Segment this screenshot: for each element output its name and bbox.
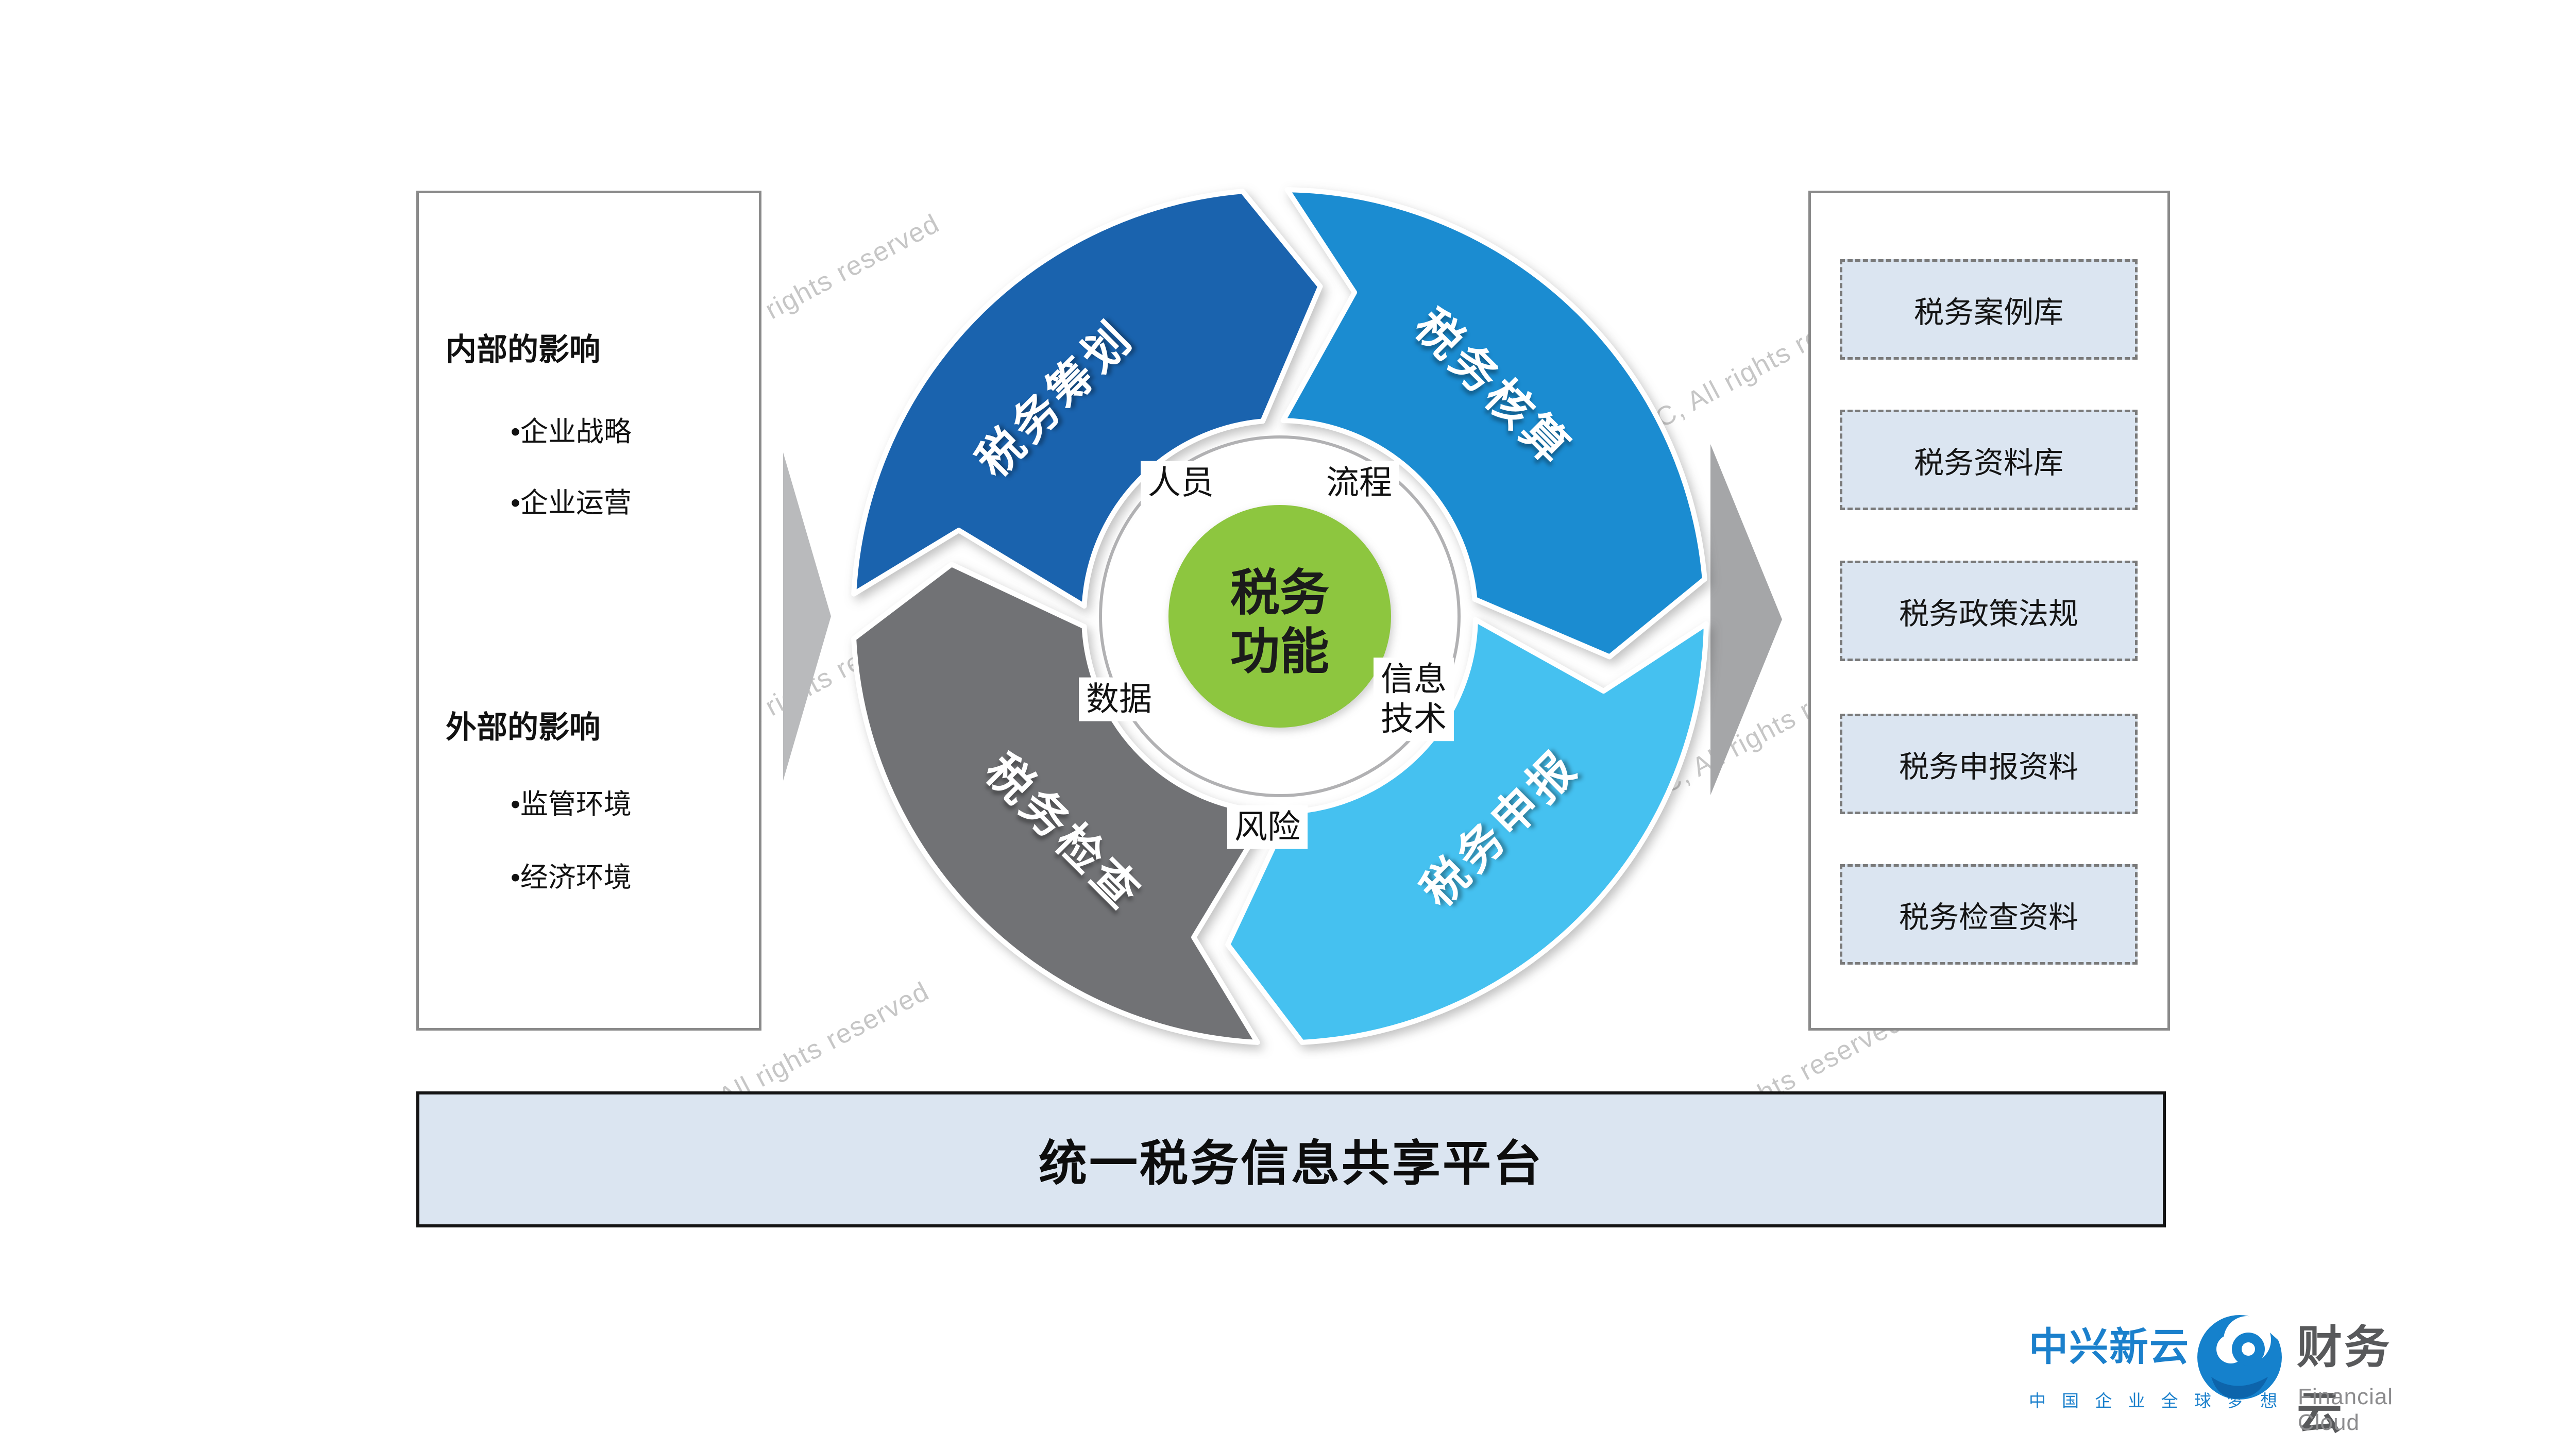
resource-box-filing-data: 税务申报资料 (1840, 714, 2138, 814)
internal-influence-item: •企业战略 (511, 416, 632, 447)
platform-banner-text: 统一税务信息共享平台 (1038, 1136, 1544, 1190)
resource-box-inspection-data: 税务检查资料 (1840, 864, 2138, 965)
resource-box-policy: 税务政策法规 (1840, 561, 2138, 661)
ring-label-risk: 风险 (1227, 805, 1308, 849)
cloud-logo-icon (2197, 1305, 2283, 1400)
ring-segment-0 (851, 189, 1323, 609)
product-name: 财务云 (2297, 1322, 2392, 1438)
tax-cycle-diagram: 税务筹划税务核算税务申报税务检查 税务 功能 (851, 187, 1709, 1045)
flow-arrow-left (783, 452, 831, 781)
ring-label-people: 人员 (1141, 461, 1221, 505)
external-influence-item: •监管环境 (511, 789, 632, 820)
external-influence-title: 外部的影响 (446, 710, 600, 745)
ring-segment-3 (851, 562, 1273, 1045)
footer-logo: 中兴新云 中 国 企 业 全 球 梦 想 财务云 Financial Cloud (2025, 1293, 2437, 1438)
brand-name: 中兴新云 (2029, 1325, 2190, 1369)
influences-panel: 内部的影响 •企业战略 •企业运营 外部的影响 •监管环境 •经济环境 (416, 191, 761, 1031)
inner-ring (1099, 435, 1461, 797)
ring-label-process: 流程 (1319, 461, 1399, 505)
resource-box-case-library: 税务案例库 (1840, 259, 2138, 360)
ring-segment-1 (1280, 187, 1707, 660)
resource-box-data-library: 税务资料库 (1840, 410, 2138, 510)
external-influence-item: •经济环境 (511, 862, 632, 893)
center-circle (1168, 505, 1391, 728)
resources-panel: 税务案例库 税务资料库 税务政策法规 税务申报资料 税务检查资料 (1808, 191, 2170, 1031)
internal-influence-title: 内部的影响 (446, 332, 600, 367)
center-label-line2: 功能 (1230, 624, 1329, 679)
ring-label-it: 信息 技术 (1374, 658, 1454, 741)
product-tagline: Financial Cloud (2298, 1384, 2394, 1435)
internal-influence-item: •企业运营 (511, 487, 632, 518)
flow-arrow-right (1710, 444, 1782, 795)
cycle-segments: 税务筹划税务核算税务申报税务检查 (851, 187, 1709, 1045)
center-label-line1: 税务 (1230, 565, 1329, 620)
platform-banner: 统一税务信息共享平台 (416, 1091, 2166, 1227)
ring-label-data: 数据 (1079, 677, 1159, 721)
